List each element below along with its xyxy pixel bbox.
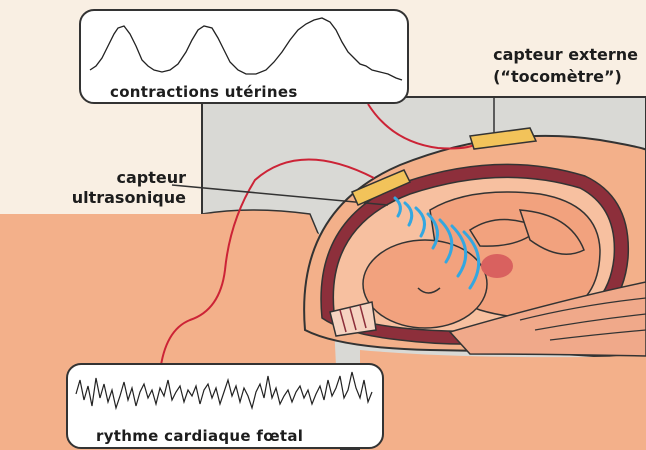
ultrasound-sensor-label-line2: ultrasonique [72,188,186,208]
fetus-cheek [481,254,513,278]
fhr-caption: rythme cardiaque fœtal [96,427,303,445]
external-sensor-label: capteur externe (“tocomètre”) [493,44,638,88]
ultrasound-sensor-label: capteur ultrasonique [72,168,186,208]
external-sensor-label-line1: capteur externe [493,44,638,66]
fetus-head [363,240,487,328]
contractions-caption: contractions utérines [110,83,298,101]
lower-body [360,350,646,450]
ultrasound-sensor-label-line1: capteur [72,168,186,188]
external-sensor-label-line2: (“tocomètre”) [493,66,638,88]
